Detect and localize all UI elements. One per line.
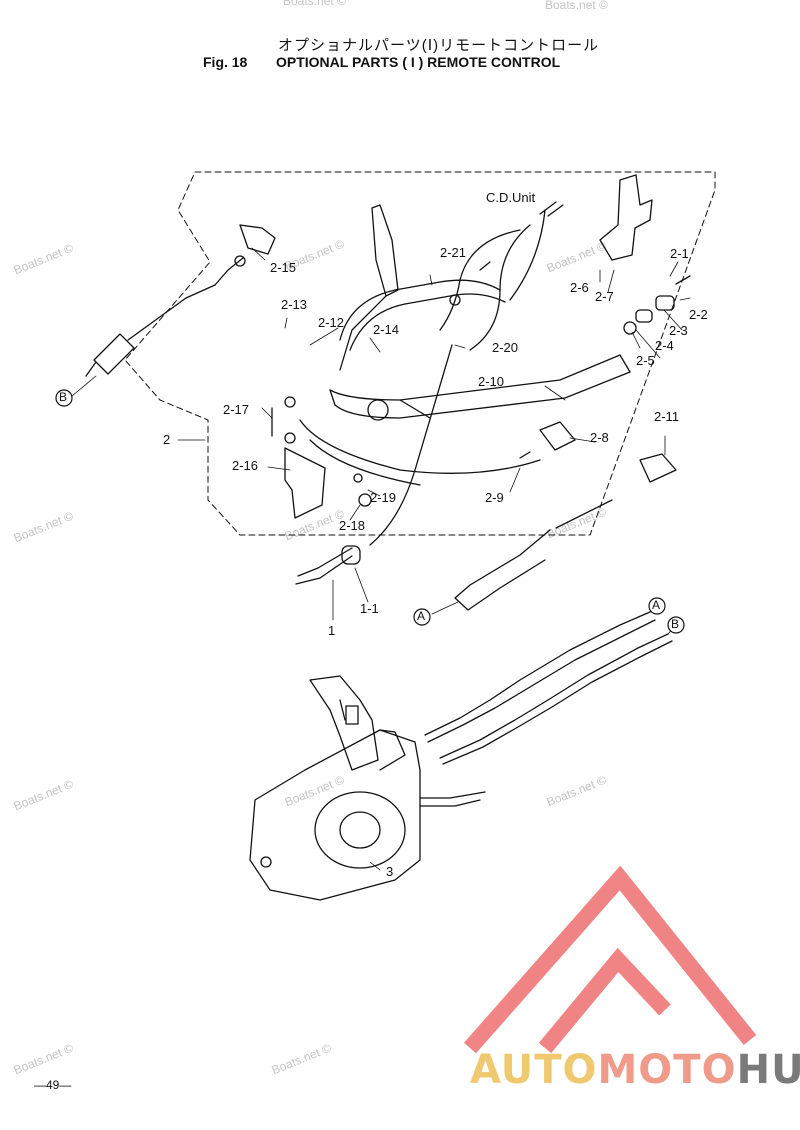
cd-unit-wiring	[439, 201, 564, 351]
marker-b-circle	[55, 389, 73, 407]
callout-2-7: 2-7	[595, 289, 614, 304]
watermark: Boats.net ©	[283, 0, 346, 8]
callout-2-9: 2-9	[485, 490, 504, 505]
callout-2-2: 2-2	[689, 307, 708, 322]
marker-a-circle	[413, 608, 431, 626]
cable-b-lower	[439, 633, 673, 765]
callout-1-1: 1-1	[360, 601, 379, 616]
callout-2-5: 2-5	[636, 353, 655, 368]
cable-a-lower	[424, 611, 656, 743]
callout-2-13: 2-13	[281, 297, 308, 312]
frame-rail	[299, 279, 631, 486]
figure-number: Fig. 18	[203, 54, 248, 70]
marker-a: A	[652, 598, 661, 612]
callout-2-20: 2-20	[492, 340, 519, 355]
logo-triangle	[464, 865, 757, 1054]
brand-logo: AUTOMOTOHUB	[470, 1047, 800, 1093]
brand-hub: HUB	[736, 1047, 800, 1093]
bracket-2-16	[284, 447, 326, 519]
watermark: Boats.net ©	[545, 0, 608, 12]
title-english: OPTIONAL PARTS ( I ) REMOTE CONTROL	[276, 54, 561, 70]
callout-2-8: 2-8	[590, 430, 609, 445]
bracket-2-15	[239, 224, 276, 255]
callout-2-17: 2-17	[223, 402, 250, 417]
assembly-boundary	[124, 171, 716, 536]
callout-2-16: 2-16	[232, 458, 259, 473]
callout-2-3: 2-3	[669, 323, 688, 338]
marker-b: B	[671, 617, 680, 631]
remote-control-box	[249, 675, 486, 901]
plate-2-8	[539, 421, 576, 451]
marker-b-circle	[667, 616, 685, 634]
title-japanese: オプショナルパーツ(Ⅰ)リモートコントロール	[278, 37, 600, 54]
callout-2-10: 2-10	[478, 374, 505, 389]
tilt-bracket	[371, 204, 399, 297]
marker-a: A	[417, 609, 426, 623]
callout-2-19: 2-19	[370, 490, 397, 505]
callout-2-1: 2-1	[670, 246, 689, 261]
callout-1: 1	[328, 623, 336, 638]
callout-2-4: 2-4	[655, 338, 674, 353]
brand-moto: MOTO	[597, 1047, 737, 1093]
callout-2-21: 2-21	[440, 245, 467, 260]
brand-auto: AUTO	[470, 1047, 598, 1093]
callout-2-18: 2-18	[339, 518, 366, 533]
cable-a-upper	[454, 453, 677, 611]
callout-2-11: 2-11	[654, 409, 680, 424]
marker-b: B	[59, 390, 68, 404]
marker-a-circle	[648, 597, 666, 615]
callout-2-14: 2-14	[373, 322, 400, 337]
callout-2-12: 2-12	[318, 315, 345, 330]
callout-2-6: 2-6	[570, 280, 589, 295]
callout-2: 2	[163, 432, 171, 447]
mount-bracket	[599, 174, 653, 261]
cable-b	[85, 255, 246, 377]
callout-2-15: 2-15	[270, 260, 297, 275]
harness-wire	[369, 344, 453, 546]
callout-3: 3	[386, 864, 394, 879]
page-number: —49—	[34, 1078, 72, 1092]
cd-unit-label: C.D.Unit	[486, 190, 536, 205]
